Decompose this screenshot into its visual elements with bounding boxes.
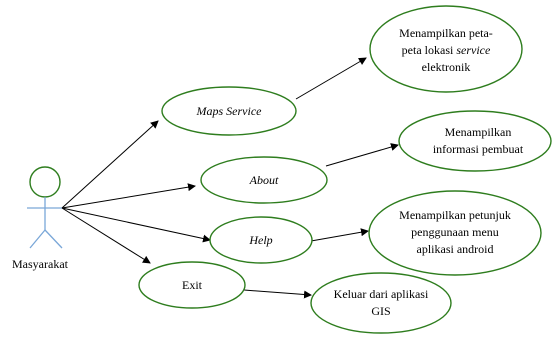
use-case-maps-service-label: Maps Service [196,104,263,118]
use-case-about-label: About [249,173,279,187]
result-maps-service: Menampilkan peta- peta lokasi service el… [369,5,523,93]
result-help: Menampilkan petunjuk penggunaan menu apl… [368,190,542,276]
edge-exit-result [243,289,312,299]
result-help-line-3: aplikasi android [417,242,494,256]
actor-head [29,166,61,198]
edge-actor-about [61,183,196,209]
use-case-exit-label: Exit [182,278,203,292]
actor-left-leg [29,229,46,249]
result-maps-line-1: Menampilkan peta- [399,26,493,40]
result-help-line-2: penggunaan menu [411,225,499,239]
use-case-help-label: Help [248,233,272,247]
result-maps-line-3: elektronik [422,60,471,74]
use-case-help: Help [209,216,313,264]
result-about: Menampilkan informasi pembuat [398,110,552,172]
result-help-line-1: Menampilkan petunjuk [399,208,511,222]
result-maps-line-2: peta lokasi service [402,43,491,57]
result-exit-line-2: GIS [371,304,390,318]
actor-label: Masyarakat [12,257,69,271]
actor-masyarakat: Masyarakat [12,166,69,271]
result-exit-line-1: Keluar dari aplikasi [334,287,429,301]
result-about-line-2: informasi pembuat [433,142,524,156]
edge-maps-result [295,57,367,100]
edge-actor-help [61,207,211,243]
actor-right-leg [44,229,63,249]
use-case-about: About [200,156,328,204]
use-case-maps-service: Maps Service [161,86,297,136]
edge-help-result [310,228,369,242]
result-about-line-1: Menampilkan [445,125,512,139]
use-case-exit: Exit [138,261,246,309]
edge-actor-exit [61,207,151,264]
edge-about-result [325,143,399,167]
edge-actor-maps-service [61,120,159,209]
result-exit: Keluar dari aplikasi GIS [310,272,452,334]
